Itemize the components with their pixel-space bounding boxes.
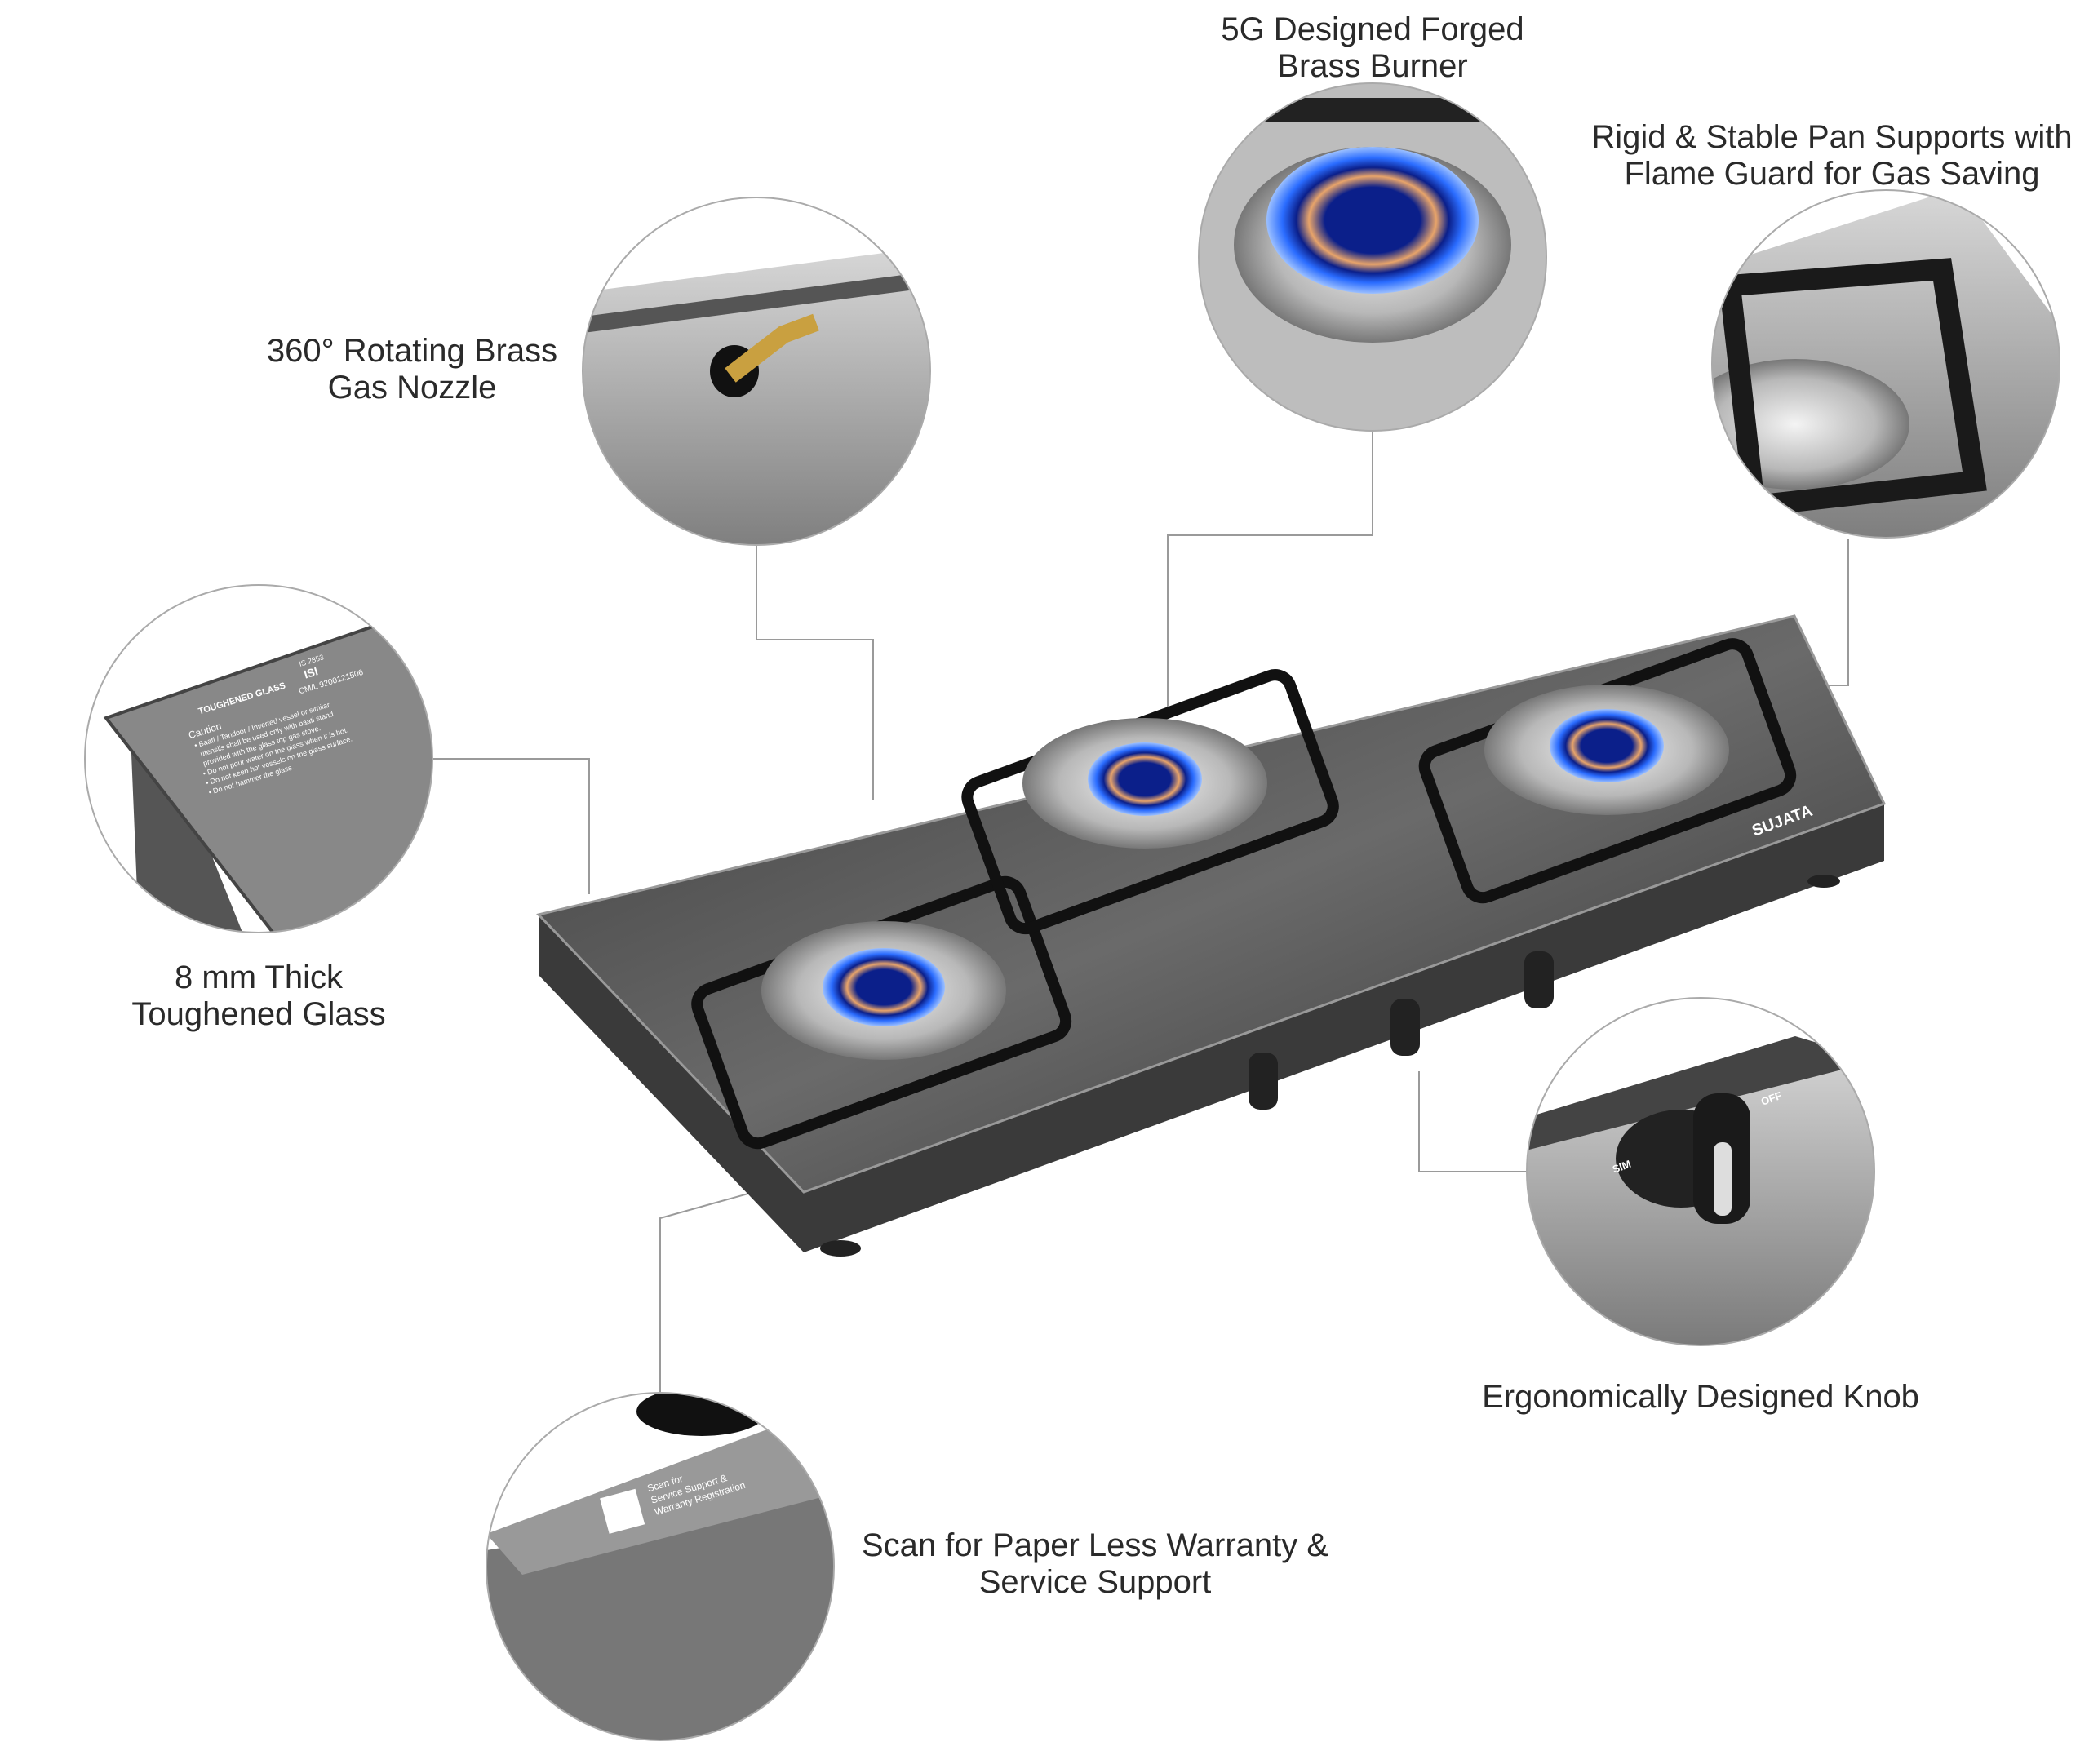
burner xyxy=(691,875,1072,1150)
label-line: 360° Rotating Brass xyxy=(266,333,558,369)
feature-label-warranty: Scan for Paper Less Warranty & Service S… xyxy=(862,1527,1328,1601)
qr-code-icon[interactable] xyxy=(600,1488,645,1534)
detail-knob: SIM OFF xyxy=(1526,997,1875,1346)
connector-knob xyxy=(1418,1071,1527,1172)
feature-label-burner: 5G Designed Forged Brass Burner xyxy=(1221,11,1524,85)
detail-nozzle xyxy=(582,197,931,546)
feature-label-glass: 8 mm Thick Toughened Glass xyxy=(131,960,385,1033)
detail-glass: TOUGHENED GLASS IS 2853 ISI CM/L 9200121… xyxy=(84,584,433,933)
label-line: Gas Nozzle xyxy=(327,370,497,406)
burner xyxy=(1418,638,1797,904)
detail-burner xyxy=(1198,82,1547,432)
feature-label-pan-support: Rigid & Stable Pan Supports with Flame G… xyxy=(1591,119,2072,193)
label-line: Rigid & Stable Pan Supports with xyxy=(1591,119,2073,155)
connector-nozzle xyxy=(756,545,874,800)
label-line: Service Support xyxy=(978,1564,1212,1600)
gas-stove: SUJATA xyxy=(536,614,1887,1257)
knobs xyxy=(1249,951,1554,1110)
label-line: Flame Guard for Gas Saving xyxy=(1624,156,2040,192)
knob[interactable] xyxy=(1249,1053,1278,1110)
connector-lines xyxy=(432,431,1849,1392)
detail-pan-support xyxy=(1711,189,2060,539)
label-line: Toughened Glass xyxy=(131,996,386,1032)
burner xyxy=(961,669,1339,935)
connector-burner xyxy=(1167,431,1373,719)
knob-sim-label: SIM xyxy=(1611,1158,1633,1176)
isi-mark: ISI xyxy=(302,664,319,680)
feature-label-knob: Ergonomically Designed Knob xyxy=(1482,1379,1919,1416)
detail-qr: Scan for Service Support & Warranty Regi… xyxy=(486,1392,835,1741)
label-line: Ergonomically Designed Knob xyxy=(1482,1379,1919,1415)
knob[interactable] xyxy=(1390,999,1420,1056)
label-line: Scan for Paper Less Warranty & xyxy=(861,1527,1329,1563)
label-line: 8 mm Thick xyxy=(175,960,343,995)
label-line: Brass Burner xyxy=(1277,48,1468,84)
label-line: 5G Designed Forged xyxy=(1221,11,1524,47)
knob[interactable] xyxy=(1524,951,1554,1008)
feature-label-nozzle: 360° Rotating Brass Gas Nozzle xyxy=(267,333,557,406)
connector-glass xyxy=(432,758,590,894)
